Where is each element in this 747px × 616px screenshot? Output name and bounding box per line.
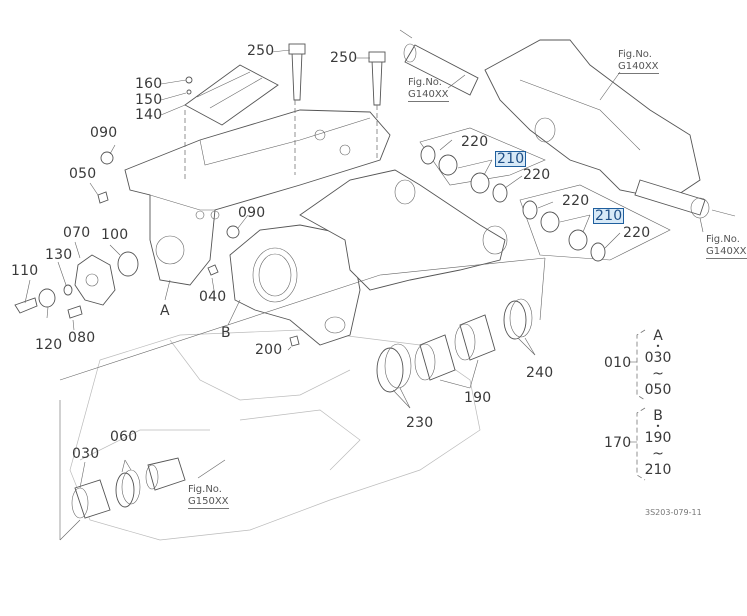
group-to: 210: [644, 462, 672, 478]
group-dot: •: [655, 342, 661, 351]
center-arm: [299, 169, 508, 291]
callout-220[interactable]: 220: [623, 225, 651, 241]
group-ref: A: [653, 328, 663, 344]
figure-ref-label: Fig.No.: [618, 49, 652, 60]
group-bracket-010: [630, 329, 646, 401]
callout-210-highlighted[interactable]: 210: [593, 208, 625, 224]
callout-130[interactable]: 130: [45, 247, 73, 263]
callout-030[interactable]: 030: [72, 446, 100, 462]
bushing-set-upper: [419, 127, 546, 203]
seal-240: [503, 298, 533, 340]
bolt-250-b: [368, 51, 386, 106]
plate-140: [184, 64, 279, 126]
callout-140[interactable]: 140: [135, 107, 163, 123]
figure-ref-number[interactable]: G150XX: [188, 496, 229, 509]
figure-ref-number[interactable]: G140XX: [706, 246, 747, 259]
figure-ref-g140xx[interactable]: Fig.No. G140XX: [706, 234, 747, 259]
bolt-250-a: [288, 43, 306, 101]
figure-ref-label: Fig.No.: [408, 77, 442, 88]
callout-040[interactable]: 040: [199, 289, 227, 305]
group-dot: •: [655, 422, 661, 431]
figure-ref-g150xx[interactable]: Fig.No. G150XX: [188, 484, 229, 509]
callout-120[interactable]: 120: [35, 337, 63, 353]
callout-080[interactable]: 080: [68, 330, 96, 346]
bushing-030: [71, 479, 111, 519]
washer-150: [186, 89, 192, 95]
callout-050[interactable]: 050: [69, 166, 97, 182]
callout-220[interactable]: 220: [523, 167, 551, 183]
cover-070: [74, 254, 116, 306]
nut-120: [38, 288, 56, 308]
callout-230[interactable]: 230: [406, 415, 434, 431]
callout-110[interactable]: 110: [11, 263, 39, 279]
callout-060[interactable]: 060: [110, 429, 138, 445]
callout-200[interactable]: 200: [255, 342, 283, 358]
group-from: 030: [644, 350, 672, 366]
bolt-160: [185, 76, 193, 84]
group-part-170[interactable]: 170: [604, 435, 632, 451]
callout-070[interactable]: 070: [63, 225, 91, 241]
callout-150[interactable]: 150: [135, 92, 163, 108]
callout-210-highlighted[interactable]: 210: [495, 151, 527, 167]
washer-130: [63, 284, 73, 296]
marker-a: A: [160, 303, 170, 319]
pin-upper: [399, 29, 479, 96]
group-part-010[interactable]: 010: [604, 355, 632, 371]
plug-080: [67, 305, 83, 319]
spacer-sleeve: [145, 457, 186, 491]
bushing-190-b: [454, 314, 496, 361]
drawing-code: 3S203-079-11: [645, 508, 702, 517]
group-tilde: ~: [652, 366, 664, 382]
seal-230: [376, 343, 412, 393]
group-range-a: A • 030 ~ 050: [641, 328, 675, 398]
seal-060: [115, 469, 141, 508]
ball-090-a: [100, 151, 114, 165]
group-from: 190: [644, 430, 672, 446]
marker-b: B: [221, 325, 231, 341]
o-ring-100: [117, 251, 139, 277]
group-range-b: B • 190 ~ 210: [641, 408, 675, 478]
figure-ref-label: Fig.No.: [706, 234, 740, 245]
callout-250[interactable]: 250: [247, 43, 275, 59]
figure-ref-number[interactable]: G140XX: [408, 89, 449, 102]
pin-lower: [634, 179, 736, 219]
support-bracket: [124, 109, 391, 286]
figure-ref-g140xx[interactable]: Fig.No. G140XX: [408, 77, 449, 102]
group-ref: B: [653, 408, 663, 424]
callout-090[interactable]: 090: [238, 205, 266, 221]
callout-190[interactable]: 190: [464, 390, 492, 406]
bolt-110: [14, 297, 38, 314]
grease-nipple-200: [289, 335, 300, 347]
callout-160[interactable]: 160: [135, 76, 163, 92]
bushing-190-a: [414, 334, 456, 381]
callout-220[interactable]: 220: [562, 193, 590, 209]
figure-ref-g140xx[interactable]: Fig.No. G140XX: [618, 49, 659, 74]
figure-ref-number[interactable]: G140XX: [618, 61, 659, 74]
group-to: 050: [644, 382, 672, 398]
group-bracket-170: [630, 407, 646, 481]
callout-250[interactable]: 250: [330, 50, 358, 66]
callout-220[interactable]: 220: [461, 134, 489, 150]
axle-housing: [229, 224, 361, 346]
rear-frame: [484, 39, 701, 201]
callout-240[interactable]: 240: [526, 365, 554, 381]
grease-nipple-050: [97, 191, 109, 204]
leader-lines: [24, 49, 704, 541]
ball-090-b: [226, 225, 240, 239]
callout-090[interactable]: 090: [90, 125, 118, 141]
bushing-set-lower: [519, 184, 671, 262]
figure-ref-label: Fig.No.: [188, 484, 222, 495]
callout-100[interactable]: 100: [101, 227, 129, 243]
grease-nipple-040: [207, 264, 219, 276]
group-tilde: ~: [652, 446, 664, 462]
axle-frame-outline: [69, 329, 481, 541]
